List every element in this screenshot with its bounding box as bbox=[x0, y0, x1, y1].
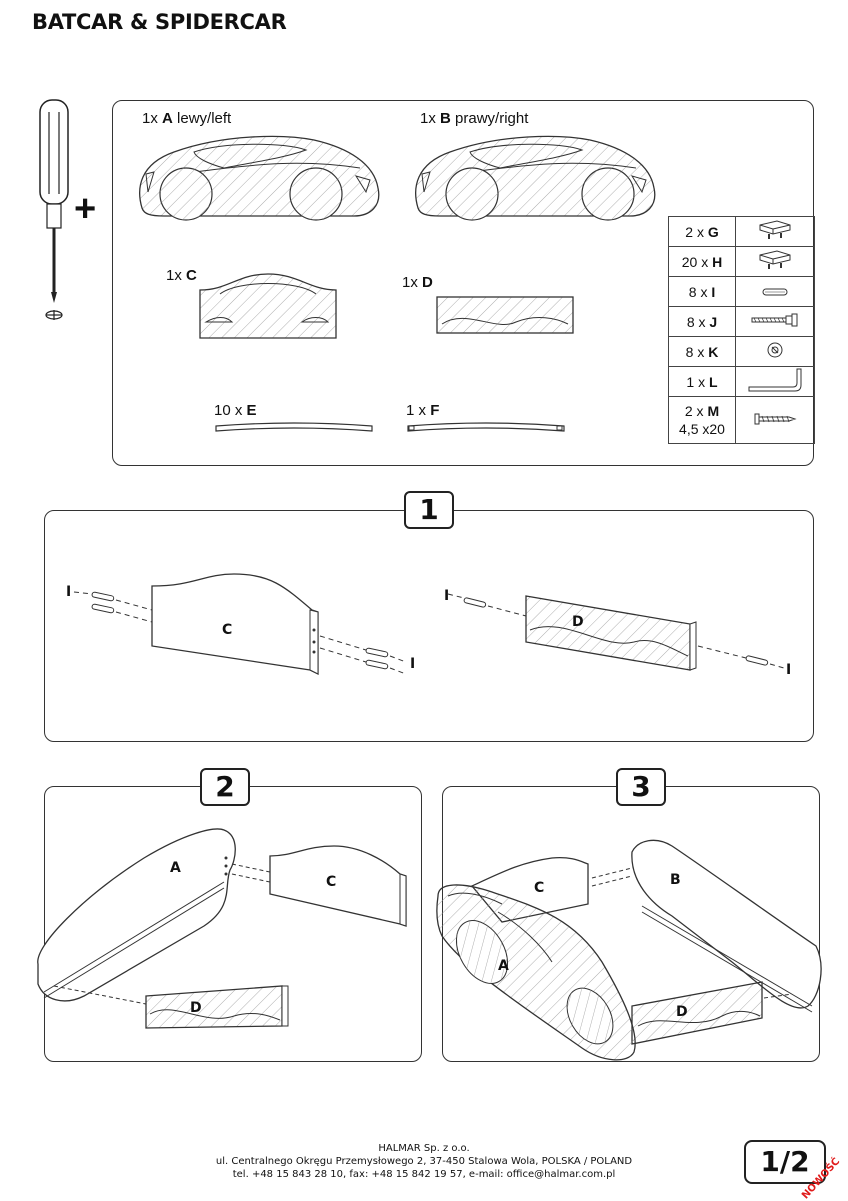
hardware-table: 2 x G 20 x H 8 x I 8 x J 8 x K 1 x L 2 x… bbox=[668, 216, 815, 444]
part-c-label: 1x C bbox=[166, 267, 197, 284]
step-1-illustration bbox=[73, 573, 785, 676]
cam-lock-icon bbox=[759, 250, 791, 269]
step-3-badge: 3 bbox=[616, 768, 666, 806]
part-e-slat-icon bbox=[215, 422, 373, 432]
page-number: 1/2 bbox=[744, 1140, 826, 1184]
step-2-part-d-label: D bbox=[190, 1000, 202, 1016]
part-d-panel-icon bbox=[436, 296, 574, 334]
hardware-row-g: 2 x G bbox=[668, 216, 815, 247]
step-2-part-a-label: A bbox=[170, 860, 181, 876]
step-1-part-d-label: D bbox=[572, 614, 584, 630]
step-1-dowel-label-4: I bbox=[786, 662, 792, 678]
hardware-row-k: 8 x K bbox=[668, 336, 815, 367]
step-3-part-c-label: C bbox=[534, 880, 545, 896]
screwdriver-icon bbox=[39, 99, 69, 320]
step-1-dowel-label-2: I bbox=[410, 656, 416, 672]
cam-nut-icon bbox=[767, 342, 783, 358]
hardware-row-i: 8 x I bbox=[668, 276, 815, 307]
part-f-label: 1 x F bbox=[406, 402, 440, 419]
step-1-dowel-label-1: I bbox=[66, 584, 72, 600]
bolt-icon bbox=[751, 313, 798, 327]
part-b-label: 1x B prawy/right bbox=[420, 110, 529, 127]
hardware-row-h: 20 x H bbox=[668, 246, 815, 277]
footer-contact: tel. +48 15 843 28 10, fax: +48 15 842 1… bbox=[232, 1169, 616, 1180]
part-c-panel-icon bbox=[199, 273, 337, 339]
part-a-panel-icon bbox=[139, 135, 380, 221]
step-1-badge: 1 bbox=[404, 491, 454, 529]
step-3-part-d-label: D bbox=[676, 1004, 688, 1020]
step-2-badge: 2 bbox=[200, 768, 250, 806]
part-b-panel-icon bbox=[415, 135, 656, 221]
cam-lock-icon bbox=[759, 220, 791, 239]
hardware-row-j: 8 x J bbox=[668, 306, 815, 337]
document-title: BATCAR & SPIDERCAR bbox=[32, 10, 287, 34]
hardware-row-l: 1 x L bbox=[668, 366, 815, 397]
footer-company: HALMAR Sp. z o.o. bbox=[378, 1143, 470, 1154]
part-e-label: 10 x E bbox=[214, 402, 257, 419]
step-3-part-b-label: B bbox=[670, 872, 681, 888]
part-a-label: 1x A lewy/left bbox=[142, 110, 232, 127]
step-2-part-c-label: C bbox=[326, 874, 337, 890]
step-1-part-c-label: C bbox=[222, 622, 233, 638]
footer: HALMAR Sp. z o.o. ul. Centralnego Okręgu… bbox=[0, 1142, 848, 1181]
footer-address: ul. Centralnego Okręgu Przemysłowego 2, … bbox=[215, 1156, 633, 1167]
step-1-dowel-label-3: I bbox=[444, 588, 450, 604]
screw-icon bbox=[754, 413, 797, 425]
step-3-illustration bbox=[436, 839, 822, 1061]
step-3-part-a-label: A bbox=[498, 958, 509, 974]
dowel-icon bbox=[762, 288, 788, 295]
part-f-slat-icon bbox=[407, 422, 565, 432]
plus-sign: + bbox=[74, 188, 97, 230]
part-d-label: 1x D bbox=[402, 274, 433, 291]
step-2-illustration bbox=[37, 828, 407, 1029]
allen-key-icon bbox=[748, 368, 802, 392]
